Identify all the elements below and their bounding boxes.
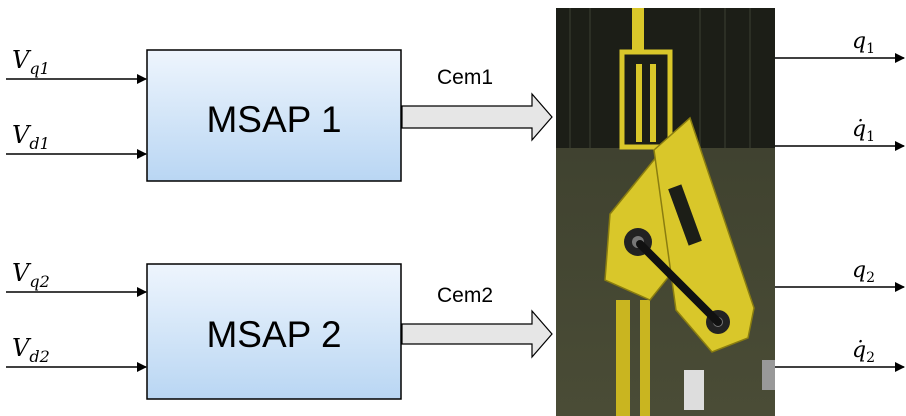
- output-label-q2dot: q̇2: [852, 338, 875, 366]
- msap-2-label: MSAP 2: [206, 314, 341, 355]
- msap-1-block: [146, 49, 402, 182]
- output-label-q2: q2: [852, 258, 875, 286]
- input-label-vq1: Vq1: [12, 46, 50, 78]
- output-label-q1dot: q̇1: [852, 117, 875, 145]
- cem1-arrow: [401, 92, 553, 142]
- msap-1-label: MSAP 1: [206, 99, 341, 140]
- input-label-vq2: Vq2: [12, 259, 50, 291]
- output-label-q1: q1: [852, 29, 875, 57]
- cem2-arrow: [401, 309, 553, 359]
- msap-2-block: [146, 263, 402, 400]
- input-label-vd1: Vd1: [12, 121, 50, 153]
- cem2-label: Cem2: [437, 284, 493, 307]
- input-label-vd2: Vd2: [12, 334, 50, 366]
- robot-arm-image: [556, 8, 775, 416]
- cem1-label: Cem1: [437, 66, 493, 89]
